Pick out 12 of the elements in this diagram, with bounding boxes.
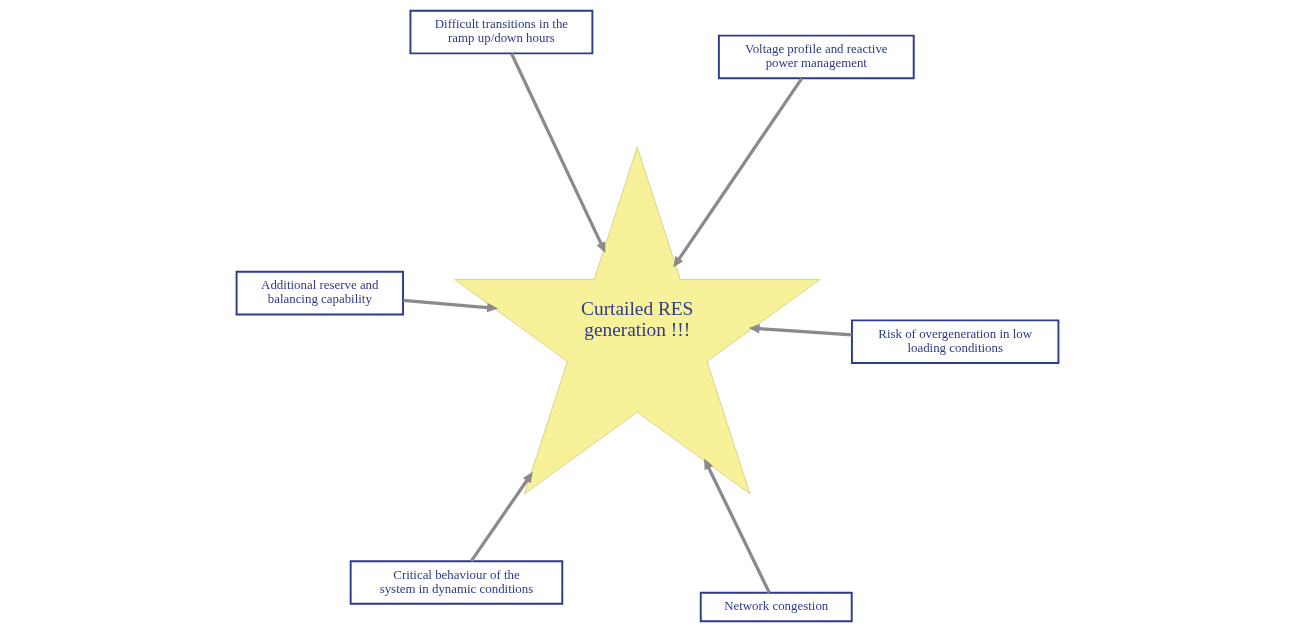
arrow <box>704 458 771 594</box>
node-box: Risk of overgeneration in low loading conditions <box>851 319 1060 364</box>
arrow <box>748 323 852 337</box>
node-box: Difficult transitions in the ramp up/down hours <box>409 9 594 55</box>
arrow <box>673 77 804 268</box>
arrow <box>403 298 498 313</box>
node-box: Critical behaviour of the system in dynamic conditions <box>349 560 564 605</box>
node-box: Network congestion <box>699 591 853 623</box>
node-box: Voltage profile and reactive power management <box>717 34 915 80</box>
node-box: Additional reserve and balancing capability <box>235 270 405 316</box>
arrow <box>469 471 533 562</box>
arrow <box>510 52 606 254</box>
